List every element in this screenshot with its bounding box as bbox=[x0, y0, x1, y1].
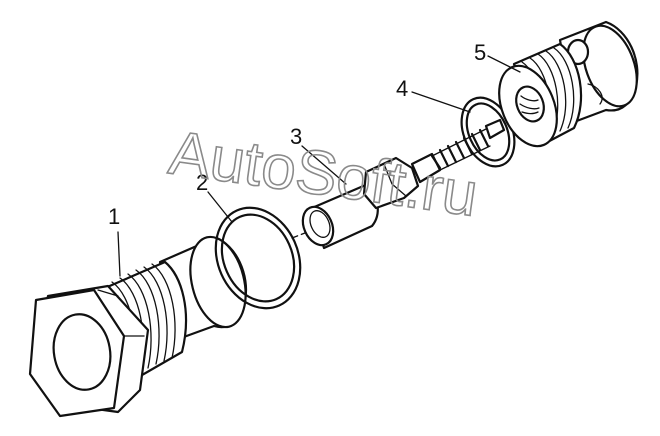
callout-1: 1 bbox=[108, 204, 120, 229]
callout-5: 5 bbox=[474, 40, 486, 65]
leader-2 bbox=[207, 191, 233, 223]
callout-4: 4 bbox=[396, 76, 408, 101]
leader-lines bbox=[117, 55, 521, 277]
part-2-o-ring bbox=[214, 206, 302, 310]
callout-3: 3 bbox=[290, 124, 302, 149]
leader-3 bbox=[301, 145, 347, 185]
leader-5 bbox=[487, 55, 521, 73]
part-3-valve-sleeve bbox=[301, 118, 506, 250]
part-5-valve-body bbox=[498, 20, 639, 148]
part-1-plug bbox=[28, 235, 248, 418]
leader-4 bbox=[411, 91, 471, 113]
callout-2: 2 bbox=[196, 170, 208, 195]
leader-1 bbox=[117, 231, 121, 277]
